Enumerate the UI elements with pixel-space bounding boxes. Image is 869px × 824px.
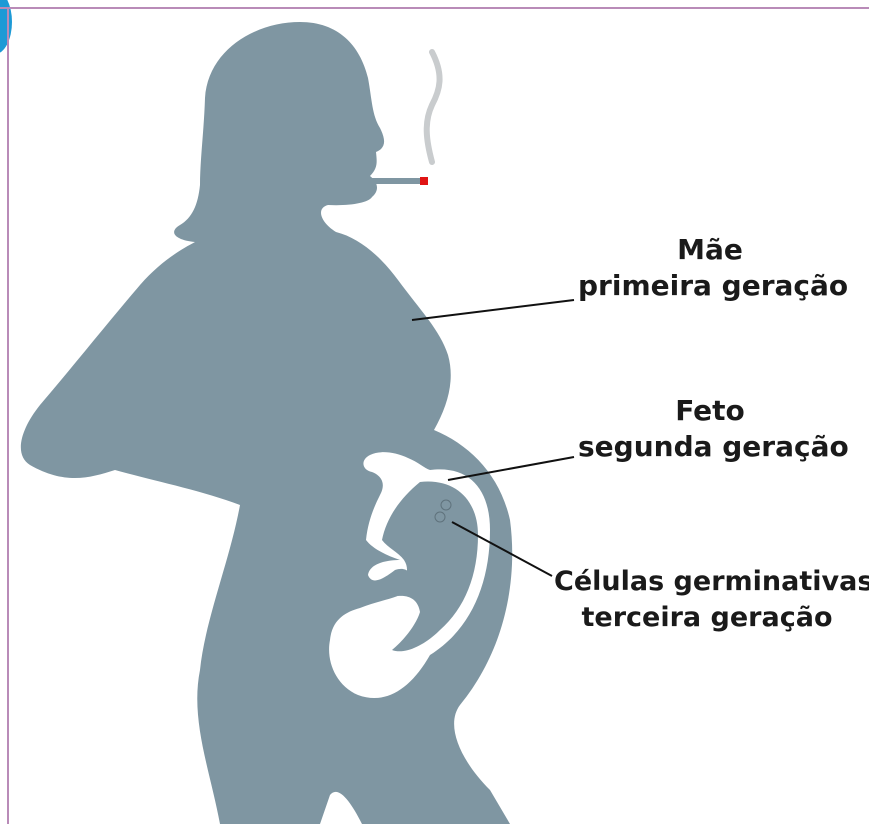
label-mother-name: Mãe bbox=[578, 232, 842, 268]
label-fetus-generation: segunda geração bbox=[578, 429, 842, 465]
cigarette bbox=[368, 178, 422, 184]
label-germ-cells-generation: terceira geração bbox=[554, 600, 860, 636]
germ-cell-2 bbox=[435, 512, 445, 522]
label-mother-generation: primeira geração bbox=[578, 268, 842, 304]
label-germ-cells-name: Células germinativas bbox=[554, 564, 860, 600]
label-fetus: Feto segunda geração bbox=[578, 393, 842, 465]
leader-line-mother bbox=[412, 300, 574, 320]
label-fetus-name: Feto bbox=[578, 393, 842, 429]
label-germ-cells: Células germinativas terceira geração bbox=[554, 564, 860, 636]
germ-cell-1 bbox=[441, 500, 451, 510]
smoke-plume bbox=[427, 52, 440, 162]
cigarette-tip bbox=[420, 177, 428, 185]
mother-silhouette bbox=[21, 22, 512, 824]
label-mother: Mãe primeira geração bbox=[578, 232, 842, 304]
